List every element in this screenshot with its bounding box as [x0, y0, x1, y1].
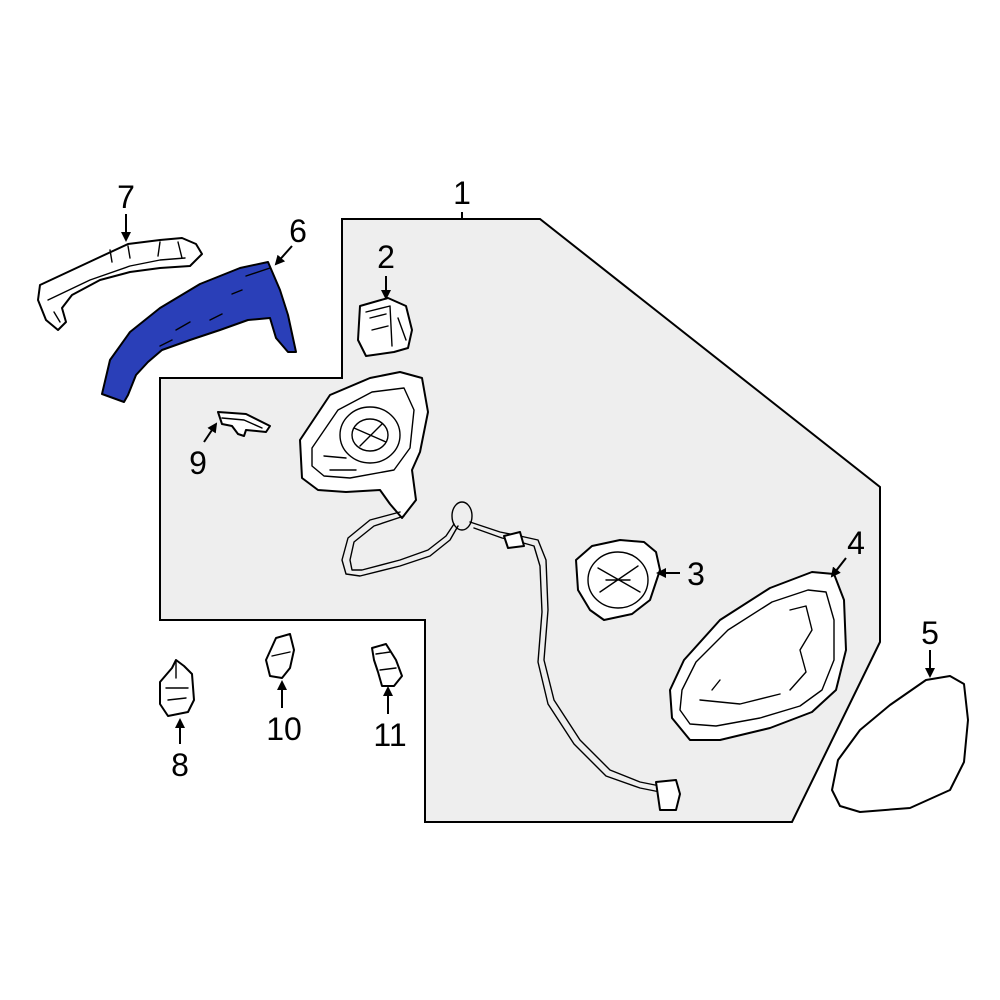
callout-9: 9 — [189, 445, 207, 481]
mirror-glass-holder-part[interactable] — [669, 571, 847, 741]
callout-7: 7 — [117, 179, 135, 215]
callout-2: 2 — [377, 239, 395, 275]
wiring-connector-part[interactable] — [159, 659, 195, 717]
callout-11: 11 — [373, 717, 406, 753]
mirror-housing-frame — [299, 371, 681, 811]
callout-6: 6 — [289, 213, 307, 249]
turn-signal-lamp-part[interactable] — [37, 237, 203, 331]
callout-10: 10 — [266, 711, 302, 747]
mounting-bracket-part[interactable] — [265, 633, 295, 679]
leader-4 — [830, 557, 847, 578]
power-fold-motor-part[interactable] — [357, 297, 413, 357]
callout-4: 4 — [847, 525, 865, 561]
callout-3: 3 — [687, 556, 705, 592]
leader-6 — [274, 245, 293, 266]
retainer-clip-part[interactable] — [217, 411, 271, 437]
mirror-cover-cap-part[interactable] — [101, 261, 297, 403]
callout-1: 1 — [453, 175, 471, 211]
callout-5: 5 — [921, 615, 939, 651]
mirror-glass-part[interactable] — [831, 675, 969, 813]
wire-clip-part[interactable] — [371, 643, 403, 687]
callout-8: 8 — [171, 747, 189, 783]
leader-9 — [203, 422, 218, 443]
glass-actuator-part[interactable] — [575, 539, 661, 621]
